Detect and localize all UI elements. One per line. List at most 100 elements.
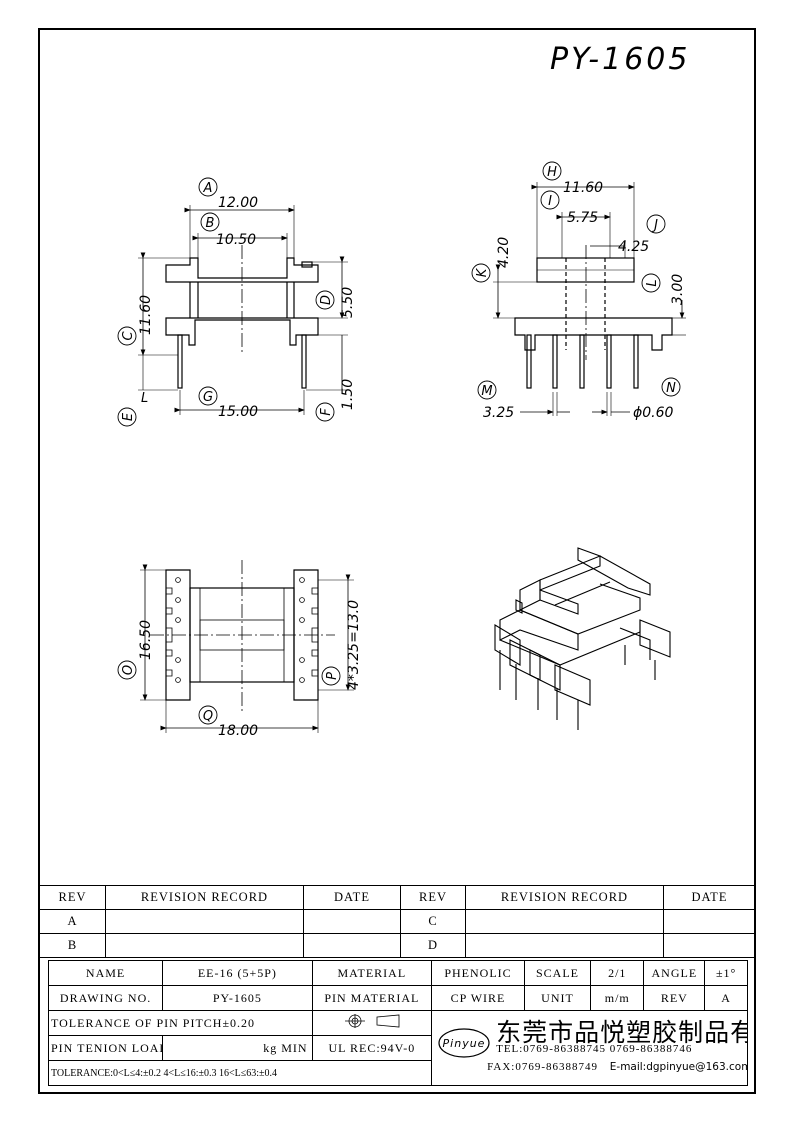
record-cell <box>105 933 304 958</box>
revision-table: REV REVISION RECORD DATE REV REVISION RE… <box>39 885 756 958</box>
label-n: N <box>666 381 676 396</box>
reference-label-letters: A B C D E G F H I J K L M N O P Q <box>121 165 676 724</box>
label-q: Q <box>203 709 213 724</box>
projection-symbol <box>311 1010 433 1036</box>
angle-label: ANGLE <box>643 960 706 986</box>
drawing-sheet-border <box>38 28 756 1094</box>
dim-12-00: 12.00 <box>218 195 258 211</box>
title-block-table: NAME EE-16 (5+5P) MATERIAL PHENOLIC SCAL… <box>47 960 748 1086</box>
label-a: A <box>203 181 213 196</box>
company-name-cn: 东莞市品悦塑胶制品有限公司 <box>496 1018 746 1047</box>
rev-header-2: REV <box>400 885 466 910</box>
label-i: I <box>548 194 552 209</box>
side-dimension-texts: 11.60 5.75 4.25 4.20 3.00 3.25 ϕ0.60 <box>483 180 686 421</box>
rev-cell: D <box>400 933 466 958</box>
company-email: E-mail:dgpinyue@163.com <box>609 1061 748 1073</box>
label-m: M <box>481 384 492 399</box>
label-f: F <box>319 408 334 416</box>
drawing-no-value: PY-1605 <box>162 985 313 1011</box>
dim-3-00: 3.00 <box>670 274 686 305</box>
company-fax: FAX:0769-86388749 <box>487 1061 599 1073</box>
dim-side-11-60: 11.60 <box>563 180 603 196</box>
pin-material-label: PIN MATERIAL <box>311 985 433 1011</box>
ul-rec: UL REC:94V-0 <box>311 1035 433 1061</box>
dim-16-50: 16.50 <box>138 620 154 660</box>
pin-material-value: CP WIRE <box>431 985 525 1011</box>
pin-tension-label: PIN TENION LOAD <box>47 1035 164 1061</box>
general-tolerance: TOLERANCE:0<L≤4:±0.2 4<L≤16:±0.3 16<L≤63… <box>47 1060 433 1086</box>
dim-18-00: 18.00 <box>218 723 258 739</box>
unit-value: m/m <box>590 985 645 1011</box>
label-b: B <box>206 216 215 231</box>
svg-text:Pinyue: Pinyue <box>443 1037 486 1050</box>
dim-l: L <box>141 391 148 406</box>
revision-header-row: REV REVISION RECORD DATE REV REVISION RE… <box>39 885 756 910</box>
record-cell <box>465 933 664 958</box>
revision-record-header: REVISION RECORD <box>105 885 304 910</box>
dim-5-75: 5.75 <box>567 210 598 226</box>
dim-4-20: 4.20 <box>496 237 512 268</box>
revision-record-header-2: REVISION RECORD <box>465 885 664 910</box>
material-value: PHENOLIC <box>431 960 525 986</box>
dim-10-50: 10.50 <box>216 232 256 248</box>
date-cell <box>303 933 401 958</box>
drawing-no-label: DRAWING NO. <box>47 985 164 1011</box>
table-row: B D <box>39 933 756 958</box>
rev-header: REV <box>39 885 106 910</box>
label-o: O <box>121 665 136 675</box>
dim-5-50: 5.50 <box>340 287 356 318</box>
label-h: H <box>547 165 557 180</box>
label-g: G <box>203 390 213 405</box>
tolerance-pin-pitch: TOLERANCE OF PIN PITCH±0.20 <box>48 1010 313 1036</box>
date-cell <box>303 909 401 934</box>
date-cell <box>663 909 756 934</box>
company-tel: TEL:0769-86388745 0769-86388746 <box>496 1043 693 1055</box>
material-label: MATERIAL <box>311 960 433 986</box>
rev-cell: B <box>39 933 106 958</box>
dim-15-00: 15.00 <box>218 404 258 420</box>
name-label: NAME <box>47 960 164 986</box>
part-number-title: PY-1605 <box>550 42 691 77</box>
dim-pin-pitch: 4*3.25=13.0 <box>346 600 362 690</box>
unit-label: UNIT <box>523 985 592 1011</box>
technical-drawing: 12.00 10.50 11.60 5.50 1.50 15.00 L 11.6… <box>117 161 686 739</box>
reference-label-circles <box>117 161 681 725</box>
rev-cell: C <box>400 909 466 934</box>
dim-11-60: 11.60 <box>138 295 154 335</box>
label-l: L <box>645 279 660 286</box>
company-fax-email: FAX:0769-86388749 E-mail:dgpinyue@163.co… <box>487 1061 748 1073</box>
front-dimension-texts: 12.00 10.50 11.60 5.50 1.50 15.00 L <box>138 195 356 420</box>
rev-value: A <box>704 985 748 1011</box>
label-p: P <box>325 672 340 680</box>
scale-label: SCALE <box>523 960 592 986</box>
company-info: Pinyue 东莞市品悦塑胶制品有限公司 TEL:0769-86388745 0… <box>431 1010 748 1086</box>
label-c: C <box>121 331 136 341</box>
dim-4-25: 4.25 <box>618 239 649 255</box>
dim-1-50: 1.50 <box>340 379 356 410</box>
projection-symbol-icon <box>344 1014 400 1028</box>
dim-3-25: 3.25 <box>483 405 514 421</box>
record-cell <box>105 909 304 934</box>
pin-tension-unit: kg MIN <box>162 1035 313 1061</box>
bottom-dimension-texts: 16.50 4*3.25=13.0 18.00 <box>138 600 362 739</box>
pinyue-logo-icon: Pinyue <box>438 1028 490 1058</box>
side-view <box>493 182 686 416</box>
date-header: DATE <box>303 885 401 910</box>
bottom-view <box>140 560 354 733</box>
table-row: A C <box>39 909 756 934</box>
date-header-2: DATE <box>663 885 756 910</box>
rev-cell: A <box>39 909 106 934</box>
rev-label: REV <box>643 985 706 1011</box>
date-cell <box>663 933 756 958</box>
angle-value: ±1° <box>704 960 748 986</box>
isometric-view <box>494 547 671 730</box>
label-d: D <box>319 295 334 305</box>
record-cell <box>465 909 664 934</box>
scale-value: 2/1 <box>590 960 645 986</box>
dim-pin-diameter: ϕ0.60 <box>633 405 674 421</box>
label-j: J <box>651 218 658 233</box>
label-k: K <box>475 267 490 277</box>
label-e: E <box>121 412 136 421</box>
front-view <box>138 205 348 415</box>
name-value: EE-16 (5+5P) <box>162 960 313 986</box>
